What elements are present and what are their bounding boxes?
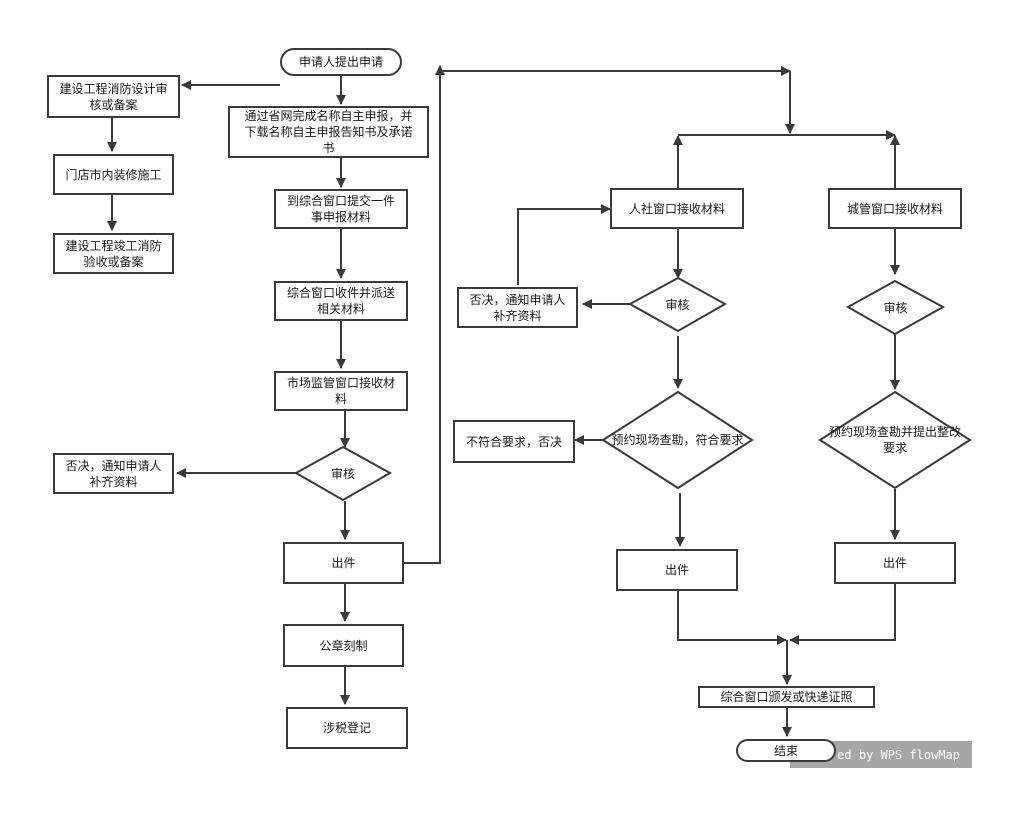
start-node: 申请人提出申请 xyxy=(280,48,402,76)
name-report-node: 通过省网完成名称自主申报，并下载名称自主申报告知书及承诺书 xyxy=(228,106,429,158)
urban-receive-label: 城管窗口接收材料 xyxy=(846,201,943,216)
decoration-label: 门店市内装修施工 xyxy=(65,167,162,182)
hr-receive-node: 人社窗口接收材料 xyxy=(610,188,744,229)
review-hr-node: 审核 xyxy=(630,278,725,331)
seal-node: 公章刻制 xyxy=(283,624,404,667)
not-meet-label: 不符合要求，否决 xyxy=(465,434,562,449)
review-hr-diamond xyxy=(627,276,728,333)
edge-reject-loop xyxy=(517,204,611,285)
site-urban-node: 预约现场查勘并提出整改要求 xyxy=(820,392,970,488)
review-market-label: 审核 xyxy=(330,466,355,481)
final-issue-node: 综合窗口颁发或快递证照 xyxy=(698,686,875,708)
review-urban-diamond xyxy=(845,279,946,336)
fire-design-label: 建设工程消防设计审核或备案 xyxy=(59,81,168,112)
tax-label: 涉税登记 xyxy=(322,721,371,735)
reject-hr-label: 否决，通知申请人补齐资料 xyxy=(469,292,566,323)
fire-acceptance-label: 建设工程竣工消防验收或备案 xyxy=(65,238,162,269)
issue-urban-node: 出件 xyxy=(834,542,956,584)
review-market-diamond xyxy=(293,445,393,502)
market-receive-label: 市场监管窗口接收材料 xyxy=(286,376,395,406)
issue-hr-node: 出件 xyxy=(616,549,738,591)
review-market-node: 审核 xyxy=(296,447,390,500)
review-urban-node: 审核 xyxy=(848,281,943,334)
decoration-node: 门店市内装修施工 xyxy=(53,154,174,195)
hr-receive-label: 人社窗口接收材料 xyxy=(628,201,725,216)
end-label: 结束 xyxy=(773,743,798,758)
issue-urban-label: 出件 xyxy=(882,556,907,570)
edge-issue-hr-to-merge xyxy=(677,591,787,645)
reject-market-label: 否决，通知申请人补齐资料 xyxy=(65,458,162,489)
site-hr-node: 预约现场查勘，符合要求 xyxy=(603,392,752,488)
final-issue-label: 综合窗口颁发或快递证照 xyxy=(720,690,853,704)
tax-node: 涉税登记 xyxy=(286,707,408,749)
edge-issue-urban-to-merge xyxy=(789,584,896,645)
watermark-text: ed by WPS flowMap xyxy=(837,747,960,762)
start-label: 申请人提出申请 xyxy=(298,55,383,69)
fire-design-node: 建设工程消防设计审核或备案 xyxy=(47,75,180,118)
issue-market-node: 出件 xyxy=(283,542,404,584)
submit-window-node: 到综合窗口提交一件事申报材料 xyxy=(274,189,408,229)
site-hr-diamond xyxy=(601,390,754,490)
reject-hr-node: 否决，通知申请人补齐资料 xyxy=(457,287,578,328)
review-hr-label: 审核 xyxy=(665,297,690,312)
issue-hr-label: 出件 xyxy=(664,563,689,577)
urban-receive-node: 城管窗口接收材料 xyxy=(828,188,962,229)
site-urban-label: 预约现场查勘并提出整改要求 xyxy=(828,425,961,455)
review-urban-label: 审核 xyxy=(883,300,908,315)
site-hr-label: 预约现场查勘，符合要求 xyxy=(611,433,744,447)
fire-acceptance-node: 建设工程竣工消防验收或备案 xyxy=(53,233,174,274)
submit-window-label: 到综合窗口提交一件事申报材料 xyxy=(286,194,395,224)
market-receive-node: 市场监管窗口接收材料 xyxy=(274,371,408,411)
edge-issue-up xyxy=(404,65,445,564)
reject-market-node: 否决，通知申请人补齐资料 xyxy=(53,453,174,494)
end-node: 结束 xyxy=(736,739,836,762)
issue-market-label: 出件 xyxy=(331,556,356,570)
dispatch-node: 综合窗口收件并派送相关材料 xyxy=(274,281,408,321)
dispatch-label: 综合窗口收件并派送相关材料 xyxy=(286,286,395,316)
site-urban-diamond xyxy=(818,390,972,490)
name-report-label: 通过省网完成名称自主申报，并下载名称自主申报告知书及承诺书 xyxy=(244,109,413,155)
not-meet-node: 不符合要求，否决 xyxy=(453,420,575,463)
seal-label: 公章刻制 xyxy=(319,638,368,653)
